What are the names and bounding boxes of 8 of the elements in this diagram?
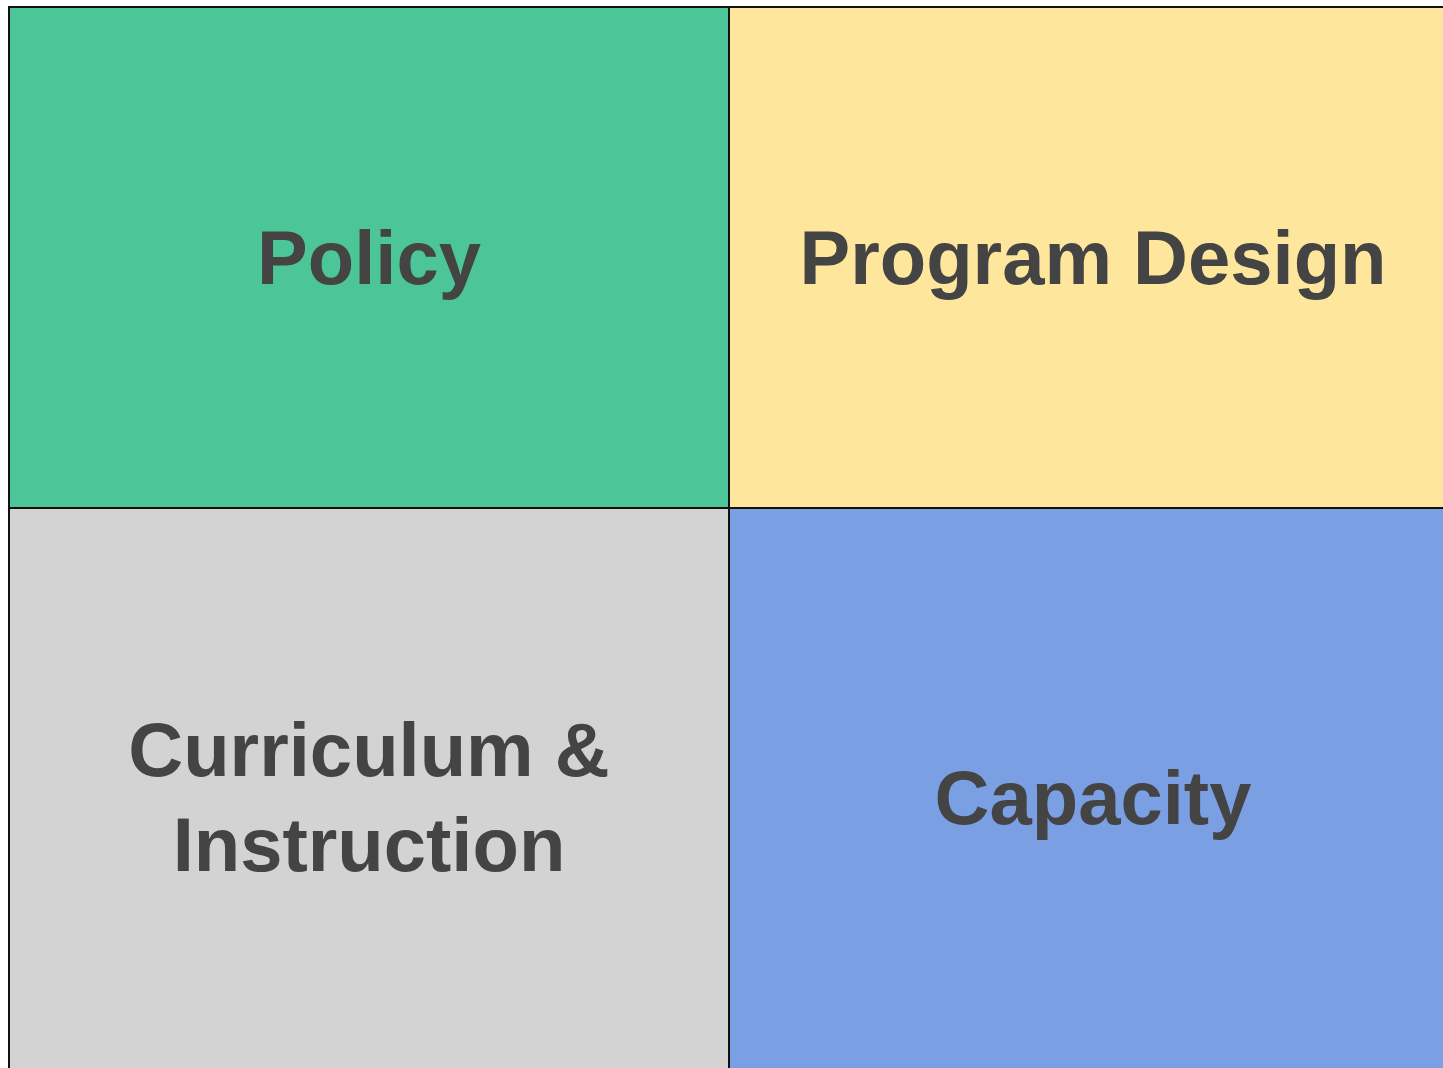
quadrant-title: Policy [256,214,482,302]
quadrant-title: Curriculum & Instruction [127,706,611,889]
quadrant-panel [728,6,1443,509]
quadrant-panel [8,6,730,509]
quadrant-panel [8,507,730,1068]
quadrant-title: Capacity [933,753,1253,842]
quadrant-panel [728,507,1443,1068]
quadrant-title: Program Design [798,214,1388,302]
